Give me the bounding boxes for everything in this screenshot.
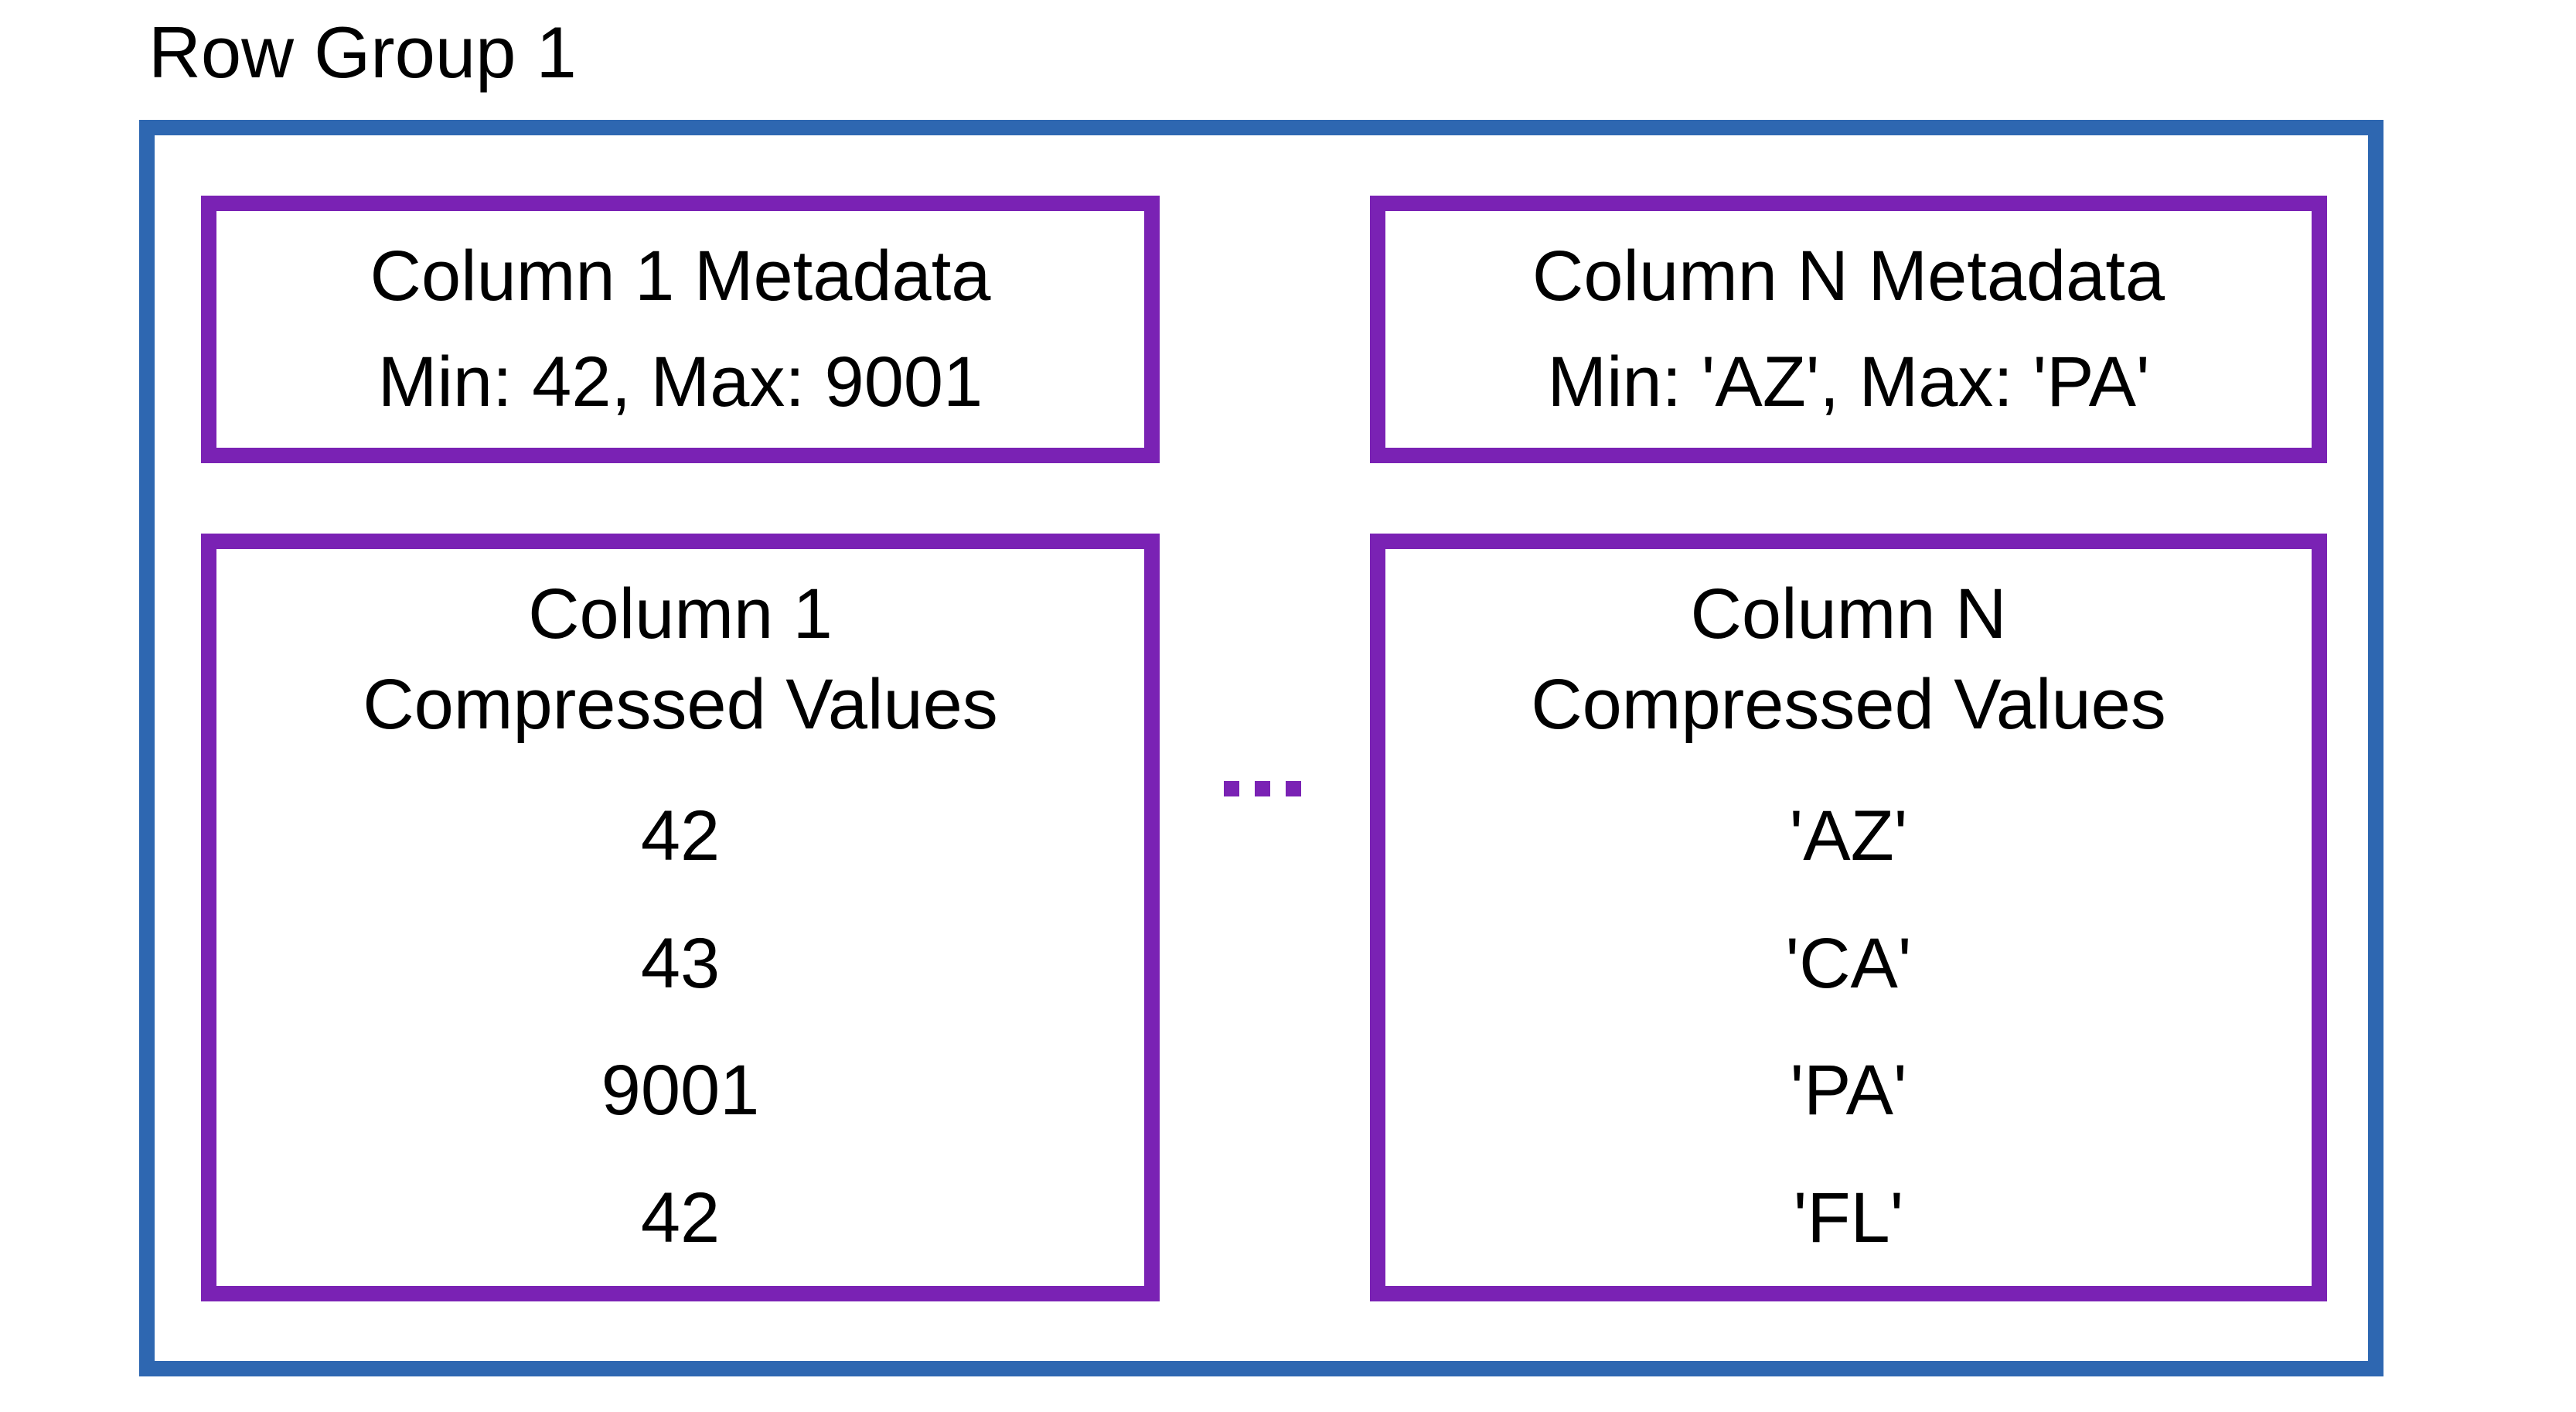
ellipsis-dot	[1255, 781, 1270, 796]
column-1-metadata-title: Column 1 Metadata	[370, 236, 991, 315]
column-n-metadata-box: Column N Metadata Min: 'AZ', Max: 'PA'	[1370, 196, 2327, 463]
ellipsis-dot	[1224, 781, 1239, 796]
column-1-values-title-line2: Compressed Values	[363, 664, 998, 744]
ellipsis-icon	[1224, 781, 1301, 796]
column-n-values-title: Column N Compressed Values	[1531, 569, 2166, 750]
value-item: 'CA'	[1785, 923, 1912, 1003]
value-item: 43	[640, 923, 721, 1003]
row-group-title: Row Group 1	[148, 12, 577, 93]
column-1-values-box: Column 1 Compressed Values 42 43 9001 42	[201, 534, 1160, 1301]
value-item: 'AZ'	[1789, 796, 1908, 875]
column-n-values-title-line2: Compressed Values	[1531, 664, 2166, 744]
ellipsis-dot	[1286, 781, 1301, 796]
value-item: 'PA'	[1790, 1051, 1907, 1131]
column-1-metadata-box: Column 1 Metadata Min: 42, Max: 9001	[201, 196, 1160, 463]
column-1-values-title-line1: Column 1	[528, 575, 833, 653]
column-n-metadata-stats: Min: 'AZ', Max: 'PA'	[1547, 343, 2150, 422]
column-1-values-title: Column 1 Compressed Values	[363, 569, 998, 750]
column-n-values-title-line1: Column N	[1690, 575, 2007, 653]
value-item: 42	[640, 1178, 721, 1258]
column-1-metadata-stats: Min: 42, Max: 9001	[377, 343, 983, 422]
column-n-metadata-title: Column N Metadata	[1532, 236, 2165, 315]
column-n-values-box: Column N Compressed Values 'AZ' 'CA' 'PA…	[1370, 534, 2327, 1301]
value-item: 9001	[601, 1051, 760, 1131]
value-item: 42	[640, 796, 721, 875]
value-item: 'FL'	[1793, 1178, 1904, 1258]
